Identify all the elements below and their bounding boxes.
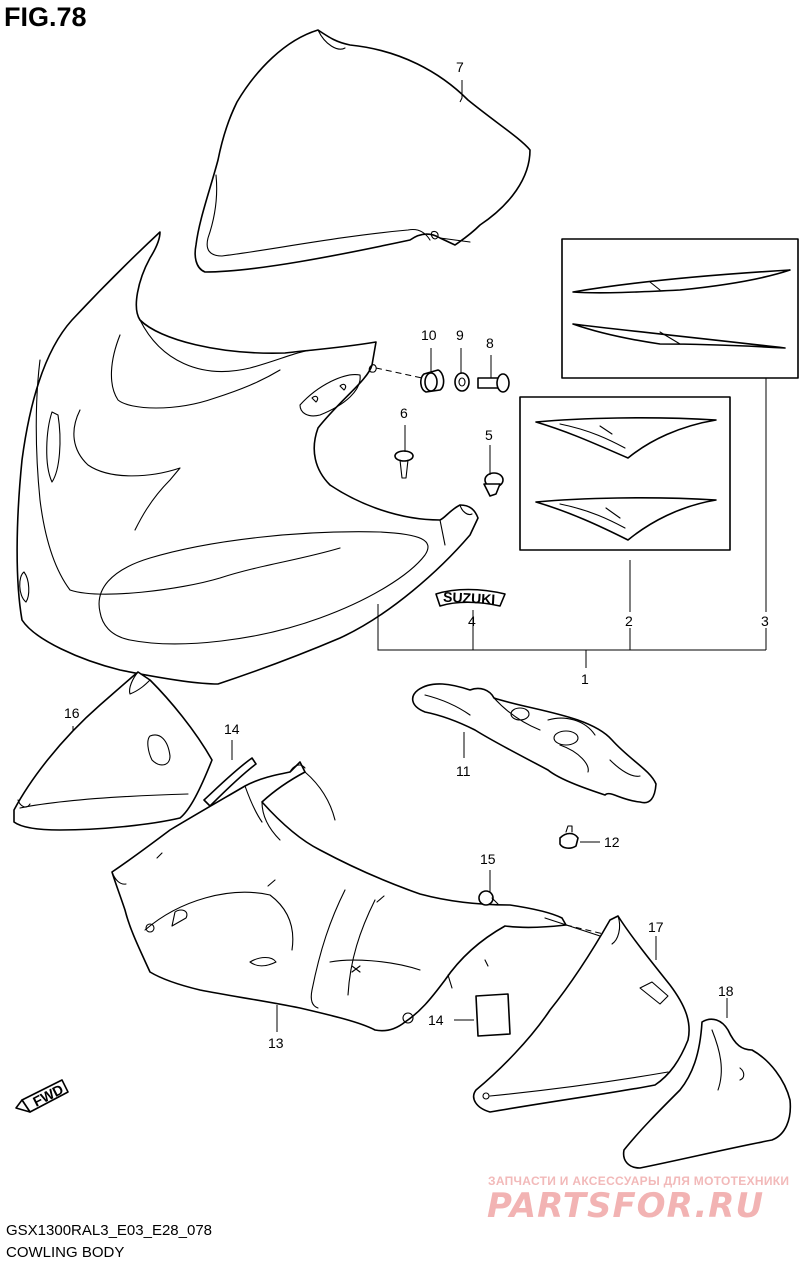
fastener-12-nut[interactable]: [559, 825, 579, 849]
callout-15: 15: [480, 851, 496, 867]
part-11-inner-duct[interactable]: [411, 683, 657, 804]
watermark-tagline: ЗАПЧАСТИ И АКСЕССУАРЫ ДЛЯ МОТОТЕХНИКИ: [488, 1174, 790, 1188]
callout-8: 8: [486, 335, 494, 351]
part-4-suzuki-emblem[interactable]: SUZUKI: [435, 589, 506, 608]
callout-2: 2: [625, 613, 633, 629]
part-15-bolt[interactable]: [478, 890, 499, 906]
fwd-direction-badge: FWD: [15, 1079, 69, 1113]
callout-leaders: [72, 80, 767, 1032]
part-3-stripe-decal-set[interactable]: [561, 238, 799, 379]
fastener-9-washer[interactable]: [454, 372, 470, 392]
callout-10: 10: [421, 327, 437, 343]
callout-1: 1: [581, 671, 589, 687]
callout-11: 11: [456, 763, 471, 779]
part-18-lower-side-panel[interactable]: [622, 1018, 792, 1169]
callout-9: 9: [456, 327, 464, 343]
figure-caption: COWLING BODY: [6, 1244, 125, 1261]
part-14-strip-upper[interactable]: [203, 757, 257, 807]
part-1-upper-cowling[interactable]: [16, 231, 479, 685]
fastener-8-bolt[interactable]: [477, 373, 510, 393]
callout-16: 16: [64, 705, 80, 721]
callout-14-lower: 14: [428, 1012, 444, 1028]
callout-18: 18: [718, 983, 734, 999]
callout-4: 4: [468, 613, 476, 629]
callout-5: 5: [485, 427, 493, 443]
callout-labels: 7 10 9 8 6 5 4 2 3 1 11 12 16 14 15 17 1…: [64, 59, 769, 1051]
callout-12: 12: [604, 834, 620, 850]
watermark-brand: PARTSFOR.RU: [487, 1186, 765, 1226]
part-2-emblem-decal-set[interactable]: [519, 396, 731, 551]
part-7-windscreen[interactable]: [194, 29, 531, 273]
fwd-label: FWD: [30, 1081, 66, 1110]
figure-code: GSX1300RAL3_E03_E28_078: [6, 1222, 213, 1239]
part-14-pad-lower[interactable]: [475, 993, 511, 1037]
screw-5[interactable]: [483, 472, 504, 497]
callout-13: 13: [268, 1035, 284, 1051]
fastener-10-collar[interactable]: [420, 369, 445, 393]
callout-7: 7: [456, 59, 464, 75]
figure-title: FIG.78: [4, 2, 87, 32]
screw-6[interactable]: [394, 450, 414, 479]
part-13-lower-cowling[interactable]: [111, 761, 601, 1032]
callout-6: 6: [400, 405, 408, 421]
callout-14-upper: 14: [224, 721, 240, 737]
callout-17: 17: [648, 919, 664, 935]
part-16-inner-panel-left[interactable]: [13, 671, 213, 831]
part-17-inner-panel-right[interactable]: [472, 915, 690, 1113]
suzuki-emblem-text: SUZUKI: [443, 589, 496, 608]
callout-3: 3: [761, 613, 769, 629]
